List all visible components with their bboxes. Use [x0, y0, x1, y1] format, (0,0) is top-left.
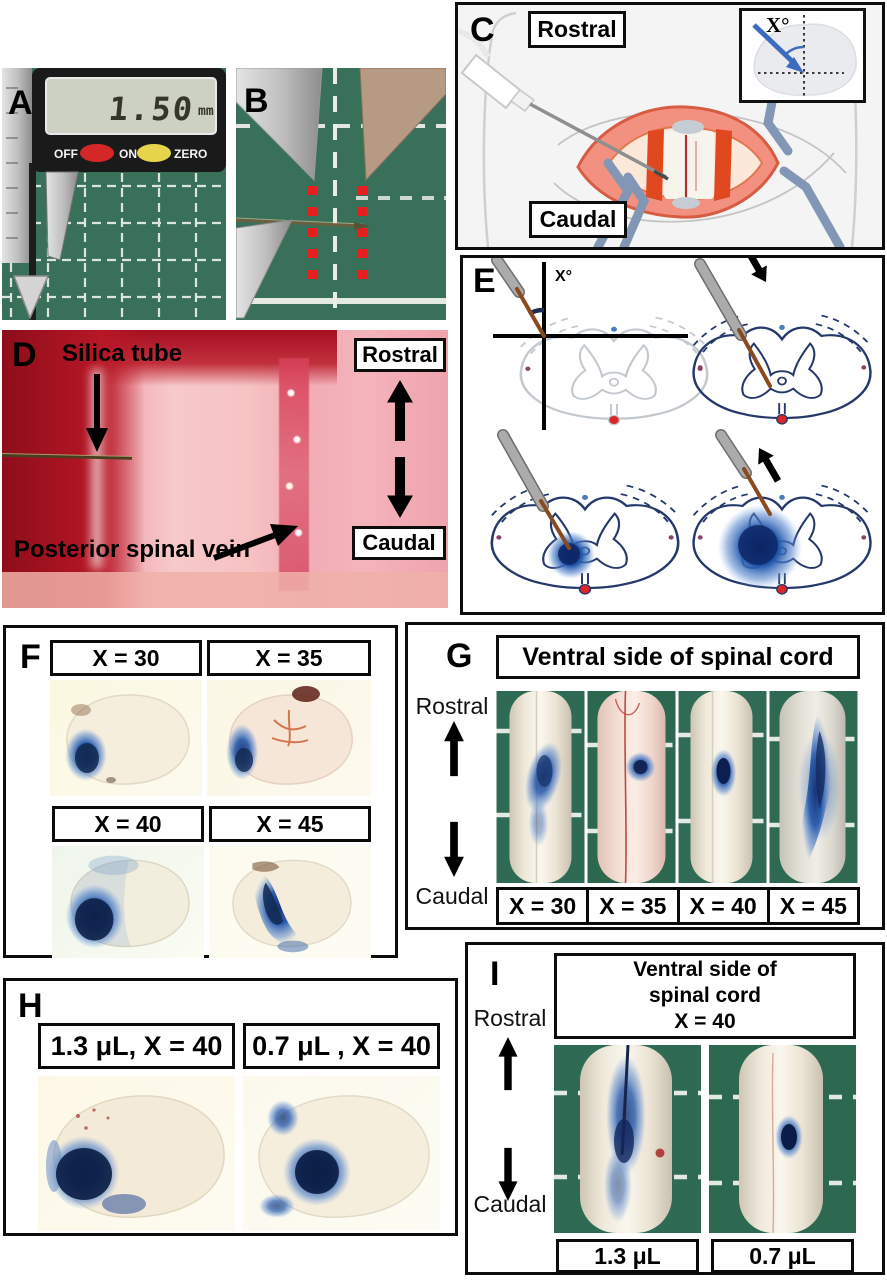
cord-ventral-x35 — [587, 691, 676, 883]
panel-i-title-line3: X = 40 — [674, 1010, 736, 1034]
tissue-bottom-band — [2, 571, 448, 608]
g-condition-x40: X = 40 — [676, 887, 770, 925]
g-condition-x35: X = 35 — [586, 887, 680, 925]
i-condition-07: 0.7 μL — [711, 1239, 854, 1273]
caudal-arrow-d — [384, 456, 416, 518]
panel-b-label: B — [244, 82, 269, 120]
cross-section-x35 — [207, 680, 371, 796]
panel-e: E X° — [460, 244, 885, 615]
condition-label-x30: X = 30 — [50, 640, 202, 676]
rostral-label-d: Rostral — [354, 338, 446, 372]
panel-g-title: Ventral side of spinal cord — [496, 635, 860, 679]
panel-i-title: Ventral side of spinal cord X = 40 — [554, 953, 856, 1039]
h-condition-07: 0.7 μL , X = 40 — [243, 1023, 440, 1069]
panel-h: H 1.3 μL, X = 40 0.7 μL , X = 40 — [3, 978, 458, 1236]
g-condition-x30: X = 30 — [496, 887, 590, 925]
condition-label-x40: X = 40 — [52, 806, 204, 842]
panel-i-title-line1: Ventral side of — [633, 957, 777, 981]
muscle-left — [2, 330, 145, 608]
h-condition-13: 1.3 μL, X = 40 — [38, 1023, 235, 1069]
caudal-label-i: Caudal — [473, 1191, 547, 1217]
cross-section-07ul — [243, 1076, 440, 1231]
caudal-arrow-g — [442, 821, 466, 877]
caliper-display-value: 1.50 — [106, 90, 196, 128]
angle-label-e: X° — [555, 268, 573, 285]
panel-f-label: F — [20, 638, 41, 676]
caliper-graphic — [2, 68, 226, 320]
cross-section-13ul — [38, 1076, 235, 1231]
panel-c: C Rostral Caudal X° — [455, 2, 885, 250]
surgery-illustration — [458, 11, 858, 247]
panel-g-strips — [496, 691, 860, 883]
panel-i-strips — [554, 1045, 856, 1233]
angle-inset: X° — [739, 8, 866, 103]
condition-label-x45: X = 45 — [209, 806, 371, 842]
rostral-arrow-i — [496, 1037, 520, 1091]
caudal-label-d: Caudal — [352, 526, 446, 560]
inset-angle-label: X° — [766, 13, 790, 37]
cord-ventral-x45 — [769, 691, 858, 883]
angle-inset-graphic — [752, 15, 857, 97]
panel-f: F X = 30 X = 35 X = — [3, 625, 398, 958]
injection-diagram — [490, 244, 872, 596]
panel-i-label: I — [490, 955, 500, 993]
panel-g-label: G — [446, 637, 473, 675]
cord-ventral-x40 — [678, 691, 767, 883]
caliper-tips-graphic — [236, 68, 446, 320]
panel-a-label: A — [8, 84, 33, 122]
cross-section-x30 — [50, 680, 202, 796]
rostral-label-i: Rostral — [473, 1005, 547, 1031]
cross-section-x45 — [209, 846, 371, 958]
posterior-spinal-vein-annotation: Posterior spinal vein — [14, 536, 251, 563]
panel-d-label: D — [12, 336, 37, 374]
caudal-label-g: Caudal — [415, 883, 489, 909]
panel-i-title-line2: spinal cord — [648, 983, 762, 1007]
i-condition-13: 1.3 μL — [556, 1239, 699, 1273]
cross-section-x40 — [52, 846, 204, 958]
caudal-label-c: Caudal — [529, 201, 627, 238]
caliper-on-button: ON — [119, 147, 137, 161]
silica-tube-annotation: Silica tube — [62, 340, 183, 367]
posterior-spinal-vein-graphic — [278, 357, 309, 592]
panel-a-photo: 1.50 mm OFF ON ZERO A — [2, 68, 226, 320]
panel-g-condition-row: X = 30 X = 35 X = 40 X = 45 — [496, 887, 860, 925]
condition-label-x35: X = 35 — [207, 640, 371, 676]
g-condition-x45: X = 45 — [766, 887, 860, 925]
panel-d-photo: D Silica tube Posterior spinal vein Rost… — [2, 330, 448, 608]
panel-c-label: C — [470, 11, 495, 49]
rostral-label-g: Rostral — [415, 693, 489, 719]
rostral-arrow-g — [442, 721, 466, 777]
cord-ventral-x30 — [496, 691, 585, 883]
panel-d-annotations-graphic — [2, 374, 298, 561]
cord-ventral-07ul — [709, 1045, 856, 1233]
caliper-zero-button: ZERO — [174, 147, 208, 161]
panel-g: G Ventral side of spinal cord Rostral Ca… — [405, 622, 885, 930]
panel-b-photo: B — [236, 68, 446, 320]
rostral-arrow-d — [384, 380, 416, 442]
caliper-display-unit: mm — [198, 104, 214, 119]
panel-i: I Ventral side of spinal cord X = 40 Ros… — [465, 942, 885, 1275]
panel-h-label: H — [18, 987, 43, 1025]
panel-e-label: E — [473, 262, 496, 300]
caliper-off-button: OFF — [54, 147, 78, 161]
rostral-label-c: Rostral — [528, 11, 626, 48]
cord-ventral-13ul — [554, 1045, 701, 1233]
